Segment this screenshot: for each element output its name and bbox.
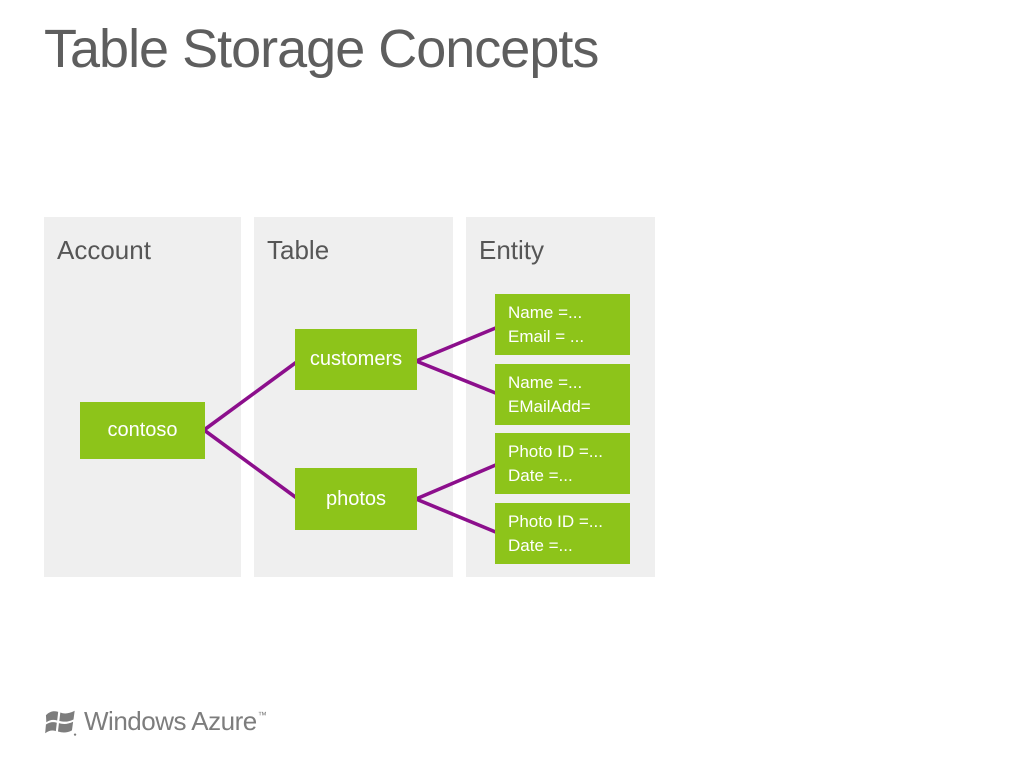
windows-azure-wordmark: Windows Azure [84,706,257,736]
connector-photos-entity4 [415,497,499,535]
panel-table-label: Table [267,235,330,265]
connector-photos-entity3 [415,462,499,501]
entity-attribute-line: Date =... [508,466,573,485]
panel-entity-label: Entity [479,235,545,265]
table-node-photos: photos [295,468,417,530]
windows-azure-logo: Windows Azure ™ [44,706,267,737]
table-node-customers: customers [295,329,417,390]
connector-customers-entity2 [415,359,499,396]
entity-attribute-line: Photo ID =... [508,512,603,531]
entity-node-1: Name =... Email = ... [495,294,630,355]
connector-contoso-customers [202,359,300,432]
panel-account-label: Account [57,235,151,265]
entity-attribute-line: Photo ID =... [508,442,603,461]
windows-flag-icon [45,710,77,736]
entity-attribute-line: Name =... [508,303,583,322]
panel-account: Account [44,217,241,577]
trademark-symbol: ™ [257,710,267,720]
entity-attribute-line: Date =... [508,536,573,555]
entity-node-3: Photo ID =... Date =... [495,433,630,494]
entity-attribute-line: Email = ... [508,327,585,346]
slide-title: Table Storage Concepts [44,19,599,79]
entity-node-2: Name =... EMailAdd= [495,364,630,425]
connector-customers-entity1 [415,325,499,363]
entity-attribute-line: Name =... [508,373,583,392]
entity-node-4: Photo ID =... Date =... [495,503,630,564]
entity-attribute-line: EMailAdd= [508,397,591,416]
connector-contoso-photos [202,428,300,501]
account-node-contoso: contoso [80,402,205,459]
